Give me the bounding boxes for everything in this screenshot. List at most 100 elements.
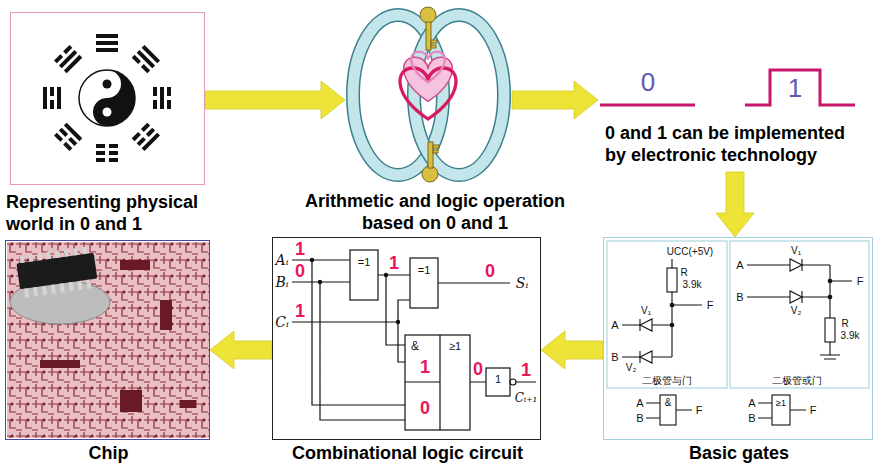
signal-level-digit: 1: [787, 75, 803, 101]
bagua-symbol: [137, 137, 146, 146]
bagua-symbol: [54, 133, 63, 142]
key: [420, 7, 437, 50]
bagua-symbol: [142, 133, 160, 151]
adder-circuit: [405, 335, 440, 430]
pin-name: A: [635, 398, 644, 409]
pin-name: A: [747, 398, 756, 409]
bagua-symbol: [137, 50, 155, 68]
chip-photo: [77, 281, 82, 290]
key: [426, 22, 431, 50]
logic-value: 1: [520, 361, 532, 379]
bagua-symbol: [43, 87, 47, 109]
bagua-symbol: [50, 100, 54, 109]
diode-or-gate: [747, 265, 852, 359]
gate-function-symbol: &: [410, 340, 420, 352]
component-label: UCC(+5V): [666, 247, 714, 257]
flow-arrow: [716, 172, 754, 237]
flow-arrow: [512, 81, 598, 119]
bagua-symbol: [109, 151, 118, 155]
adder-circuit: [510, 379, 516, 385]
key: [420, 7, 436, 23]
chip-photo: [40, 360, 80, 368]
key: [433, 145, 439, 148]
pin-name: F: [809, 405, 818, 416]
chip-photo: [24, 288, 29, 297]
pin-name: F: [856, 276, 865, 287]
bagua-symbol: [109, 144, 118, 148]
bagua-symbol: [103, 108, 112, 117]
logic-value: 1: [294, 240, 306, 258]
bagua-symbol: [93, 70, 135, 126]
bagua-symbol: [96, 158, 105, 162]
chip-photo: [19, 256, 24, 263]
panel-caption: Combinational logic circuit: [273, 442, 542, 464]
bagua-symbol: [96, 34, 118, 38]
hearts: [400, 68, 456, 119]
gate-function-symbol: =1: [417, 265, 432, 276]
signal-name: Cᵢ: [274, 315, 290, 329]
gate-symbols: [660, 395, 676, 425]
adder-circuit: [396, 320, 400, 324]
diode-or-gate: [828, 295, 832, 299]
logic-value: 0: [294, 262, 306, 280]
chip-photo: [55, 251, 60, 258]
adder-circuit: [405, 335, 470, 430]
bagua-symbol: [54, 54, 63, 63]
adder-circuit: [310, 258, 400, 324]
bagua-symbol: [64, 123, 82, 141]
gate-subpanels: [607, 241, 869, 388]
concept-panel: Representing physical world in 0 and 1: [10, 12, 205, 185]
diode-and-gate: [622, 259, 702, 357]
chip-photo: [73, 248, 78, 255]
bagua-symbol: [43, 34, 171, 162]
diode-and-gate: [639, 319, 640, 363]
bagua-symbol: [142, 45, 160, 63]
signal-levels: [600, 104, 695, 107]
logic-value: 0: [419, 399, 431, 417]
flow-arrow: [210, 331, 272, 369]
signal-levels: [745, 70, 855, 105]
component-label: ≥1: [775, 399, 787, 408]
logic-value: 1: [294, 302, 306, 320]
diode-or-gate: [747, 259, 852, 359]
bagua-symbol: [96, 34, 118, 52]
bagua-symbol: [79, 70, 135, 126]
bagua-symbol: [153, 100, 157, 109]
flow-arrow: [541, 331, 603, 369]
adder-circuit: [350, 250, 378, 300]
logic-value: 1: [388, 254, 400, 272]
bagua-symbol: [43, 87, 61, 109]
chip-panel: Chip: [5, 240, 210, 440]
chip-photo: [180, 400, 196, 408]
chip-photo: [86, 279, 91, 288]
key: [433, 150, 438, 153]
pin-name: B: [735, 292, 744, 303]
gate-function-symbol: ≥1: [448, 341, 462, 352]
illustration-panel: Arithmetic and logic operation based on …: [345, 5, 512, 185]
bagua-symbol: [132, 132, 141, 141]
diode-and-gate: [670, 303, 674, 307]
pin-name: F: [695, 405, 704, 416]
component-label: V₁: [640, 306, 652, 316]
chip-photo: [42, 286, 47, 295]
signal-name: Cᵢ₊₁: [514, 392, 539, 404]
logic-value: 1: [419, 358, 431, 376]
chip-photo: [7, 242, 209, 438]
component-label: &: [664, 398, 673, 408]
diode-and-gate: [670, 323, 674, 327]
bagua-symbol: [160, 87, 164, 109]
diode-and-gate: [640, 319, 652, 363]
circuit-panel: Combinational logic circuit: [272, 237, 541, 440]
diode-and-gate: [667, 268, 677, 292]
bagua-symbol: [153, 87, 171, 109]
chip-photo: [28, 254, 33, 261]
panel-caption: Arithmetic and logic operation based on …: [285, 190, 585, 234]
bagua-symbol: [146, 128, 155, 137]
logic-value: 0: [472, 360, 484, 378]
adder-circuit: [410, 258, 438, 308]
pin-name: A: [610, 320, 619, 331]
signal-name: Sᵢ: [515, 276, 529, 290]
